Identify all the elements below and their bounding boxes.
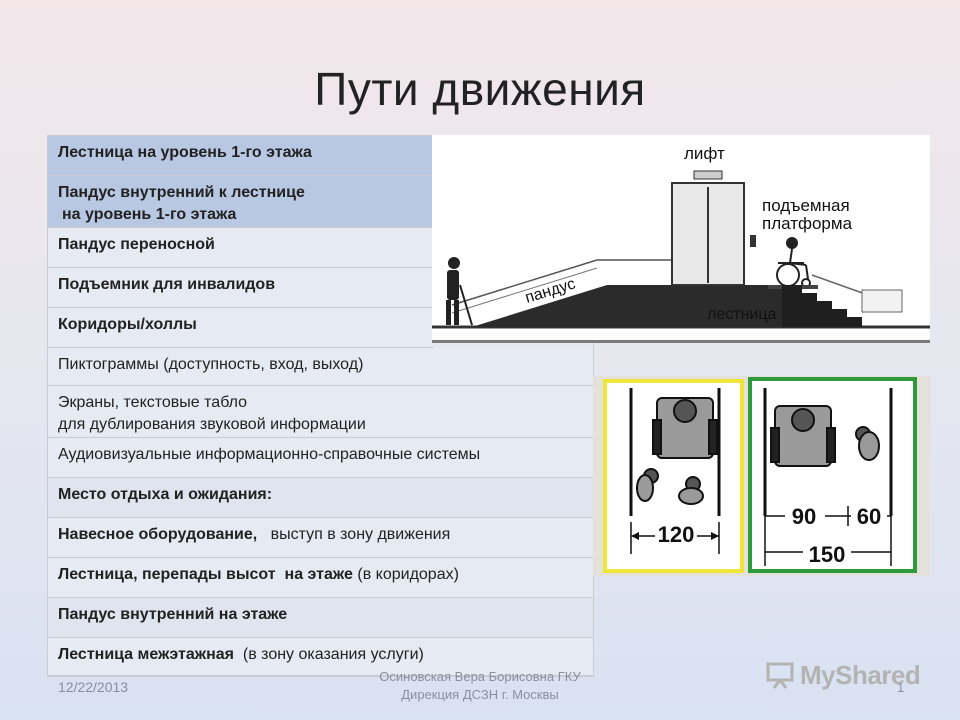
plain-text: (в зону оказания услуги) (234, 646, 424, 663)
table-row: Пандус переносной (48, 228, 434, 268)
table-cell: Пандус внутренний к лестнице на уровень 1… (58, 182, 424, 226)
table-row: Коридоры/холлы (48, 308, 434, 348)
bold-text: Место отдыха и ожидания: (58, 486, 273, 503)
table-cell: Подъемник для инвалидов (58, 274, 424, 296)
plain-text: выступ в зону движения (257, 526, 451, 543)
table-row: Навесное оборудование, выступ в зону дви… (48, 518, 593, 558)
person-top-icon (636, 468, 704, 505)
bold-text: Лестница межэтажная (58, 646, 234, 663)
table-cell-line2: на уровень 1-го этажа (62, 206, 237, 223)
table-row: Лестница на уровень 1-го этажа (48, 136, 434, 176)
table-row: Лестница межэтажная (в зону оказания усл… (48, 638, 593, 676)
svg-text:платформа: платформа (762, 214, 853, 233)
width-60-label: 60 (857, 504, 881, 529)
bold-text: Пандус внутренний на этаже (58, 606, 288, 623)
accessibility-illustration: лифт подъемная платформа пандус лестница (432, 135, 930, 343)
bold-text: Лестница, перепады высот на этаже (58, 566, 353, 583)
table-cell: Экраны, текстовые табло для дублирования … (58, 392, 583, 436)
table-row: Пиктограммы (доступность, вход, выход) (48, 348, 593, 386)
table-row: Экраны, текстовые табло для дублирования … (48, 386, 593, 438)
table-row: Пандус внутренний к лестнице на уровень 1… (48, 176, 434, 228)
width-120-label: 120 (658, 522, 695, 547)
wheelchair-icon (776, 237, 811, 288)
wheelchair-top-icon (652, 397, 718, 459)
wheelchair-top-icon (770, 405, 836, 467)
table-cell: Аудиовизуальные информационно-справочные… (58, 444, 583, 466)
table-cell: Пандус переносной (58, 234, 424, 256)
table-row: Подъемник для инвалидов (48, 268, 434, 308)
table-cell: Пандус внутренний на этаже (58, 604, 583, 626)
table-row: Пандус внутренний на этаже (48, 598, 593, 638)
width-90-label: 90 (792, 504, 816, 529)
wheelchair-width-diagrams: 120 90 60 150 (593, 376, 930, 576)
plain-text: Пиктограммы (доступность, вход, выход) (58, 356, 364, 373)
bold-text: Коридоры/холлы (58, 316, 197, 333)
table-cell: Навесное оборудование, выступ в зону дви… (58, 524, 583, 546)
bold-text: Навесное оборудование, (58, 526, 258, 543)
bold-text: Лестница на уровень 1-го этажа (58, 144, 312, 161)
bold-text: Пандус внутренний к лестнице (58, 184, 305, 201)
table-cell-line2: для дублирования звуковой информации (58, 416, 366, 433)
plain-text: Аудиовизуальные информационно-справочные… (58, 446, 481, 463)
lift-label: лифт (684, 144, 725, 163)
table-row: Аудиовизуальные информационно-справочные… (48, 438, 593, 478)
table-row: Место отдыха и ожидания: (48, 478, 593, 518)
page-number: 1 (897, 680, 905, 695)
plain-text: Экраны, текстовые табло (58, 394, 248, 411)
plain-text: (в коридорах) (352, 566, 459, 583)
table-cell: Лестница, перепады высот на этаже (в кор… (58, 564, 583, 586)
svg-text:подъемная: подъемная (762, 196, 850, 215)
table-cell: Лестница на уровень 1-го этажа (58, 142, 424, 164)
footer-author: Осиновская Вера Борисовна ГКУ Дирекция Д… (379, 669, 581, 702)
slide-title: Пути движения (314, 63, 646, 115)
stairs-label: лестница (707, 306, 777, 323)
person-top-icon (855, 426, 880, 461)
bold-text: Подъемник для инвалидов (58, 276, 276, 293)
width-150-label: 150 (809, 542, 846, 567)
person-icon (446, 257, 473, 326)
bold-text: Пандус переносной (58, 236, 215, 253)
table-cell: Коридоры/холлы (58, 314, 424, 336)
footer-date: 12/22/2013 (58, 679, 129, 695)
table-row: Лестница, перепады высот на этаже (в кор… (48, 558, 593, 598)
table-cell: Лестница межэтажная (в зону оказания усл… (58, 644, 583, 666)
table-cell: Место отдыха и ожидания: (58, 484, 583, 506)
table-cell: Пиктограммы (доступность, вход, выход) (58, 354, 583, 376)
myshared-logo: MyShared (766, 655, 926, 695)
presentation-icon (766, 662, 794, 689)
